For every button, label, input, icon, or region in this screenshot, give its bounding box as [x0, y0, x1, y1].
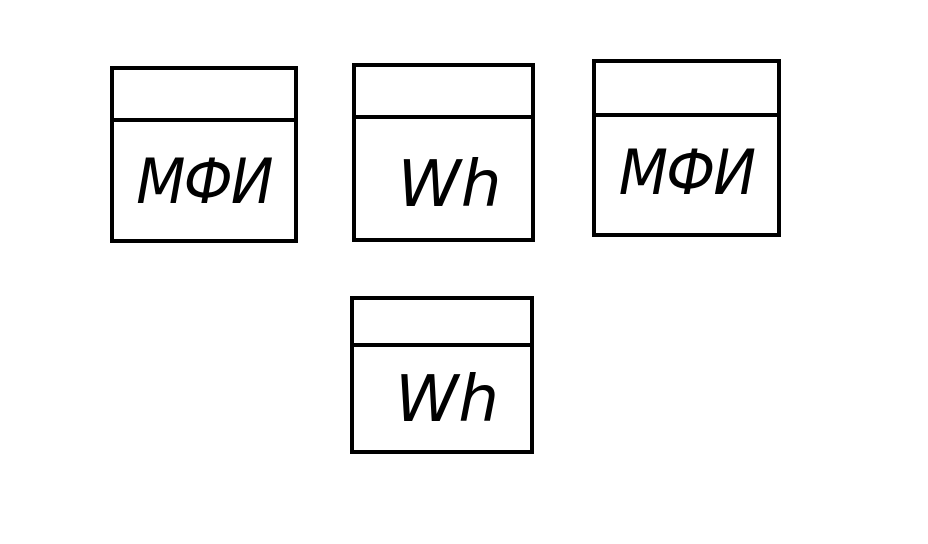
meter-symbol-mfi-1: МФИ — [110, 66, 298, 243]
symbol-label: МФИ — [136, 144, 273, 218]
meter-symbol-mfi-2: МФИ — [592, 59, 781, 237]
symbol-header-cell — [356, 67, 531, 119]
symbol-header-cell — [596, 63, 777, 117]
meter-symbol-wh-1: Wh — [352, 63, 535, 242]
symbol-label: Wh — [397, 147, 502, 222]
symbol-header-cell — [354, 300, 530, 347]
symbol-label: Wh — [395, 362, 499, 437]
symbol-header-cell — [114, 70, 294, 122]
meter-symbol-wh-2: Wh — [350, 296, 534, 454]
symbol-label: МФИ — [618, 136, 756, 209]
